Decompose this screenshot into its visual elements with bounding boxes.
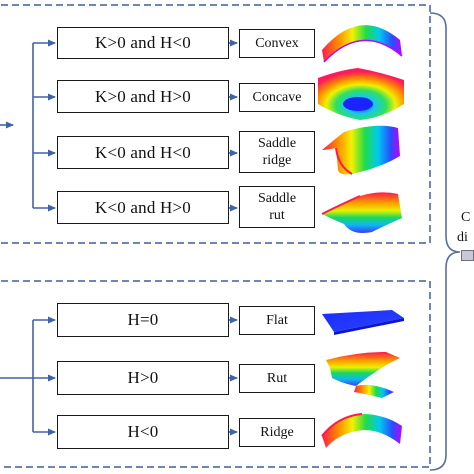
right-brace xyxy=(429,12,461,471)
saddle-rut-surface-icon xyxy=(321,192,402,233)
side-legend-swatch xyxy=(461,250,474,261)
shape-label: Rut xyxy=(266,371,288,386)
shape-label: Convex xyxy=(255,36,299,51)
shape-label: Saddle ridge xyxy=(257,136,297,168)
side-label-line-2: di xyxy=(457,230,468,245)
condition-box-1: K>0 and H<0 xyxy=(57,27,229,59)
condition-box-4: K<0 and H>0 xyxy=(57,191,229,224)
convex-surface-icon xyxy=(322,25,403,63)
shape-box-saddle-rut: Saddle rut xyxy=(239,186,315,228)
concave-surface-icon xyxy=(318,68,404,120)
shape-label: Flat xyxy=(266,313,288,328)
shape-box-convex: Convex xyxy=(239,29,315,58)
condition-label: H>0 xyxy=(127,368,159,387)
shape-label: Saddle rut xyxy=(257,191,297,223)
condition-label: K>0 and H>0 xyxy=(95,86,191,106)
shape-label: Ridge xyxy=(260,425,294,440)
condition-label: K<0 and H>0 xyxy=(95,197,191,217)
condition-box-7: H<0 xyxy=(57,415,229,449)
shape-box-ridge: Ridge xyxy=(239,418,315,447)
condition-label: H<0 xyxy=(127,422,159,441)
group-frame-gaussian xyxy=(0,4,431,244)
ridge-surface-icon xyxy=(321,413,402,448)
shape-label: Concave xyxy=(252,90,302,105)
connector-group-1 xyxy=(0,39,56,212)
condition-label: H=0 xyxy=(127,310,159,329)
condition-box-5: H=0 xyxy=(57,303,229,337)
connector-group-2 xyxy=(0,316,56,436)
side-label-line-1: C xyxy=(461,210,471,225)
shape-box-concave: Concave xyxy=(239,83,315,112)
flat-surface-icon xyxy=(322,310,404,335)
condition-box-3: K<0 and H<0 xyxy=(57,136,229,169)
shape-box-rut: Rut xyxy=(239,364,315,393)
condition-label: K>0 and H<0 xyxy=(95,33,191,52)
condition-box-6: H>0 xyxy=(57,361,229,395)
saddle-ridge-surface-icon xyxy=(322,125,400,175)
shape-box-saddle-ridge: Saddle ridge xyxy=(239,131,315,173)
rut-surface-icon xyxy=(326,352,400,398)
shape-box-flat: Flat xyxy=(239,306,315,335)
condition-label: K<0 and H<0 xyxy=(95,142,191,162)
condition-to-shape-arrows xyxy=(229,39,238,436)
group-frame-mean xyxy=(0,280,431,468)
condition-box-2: K>0 and H>0 xyxy=(57,80,229,113)
